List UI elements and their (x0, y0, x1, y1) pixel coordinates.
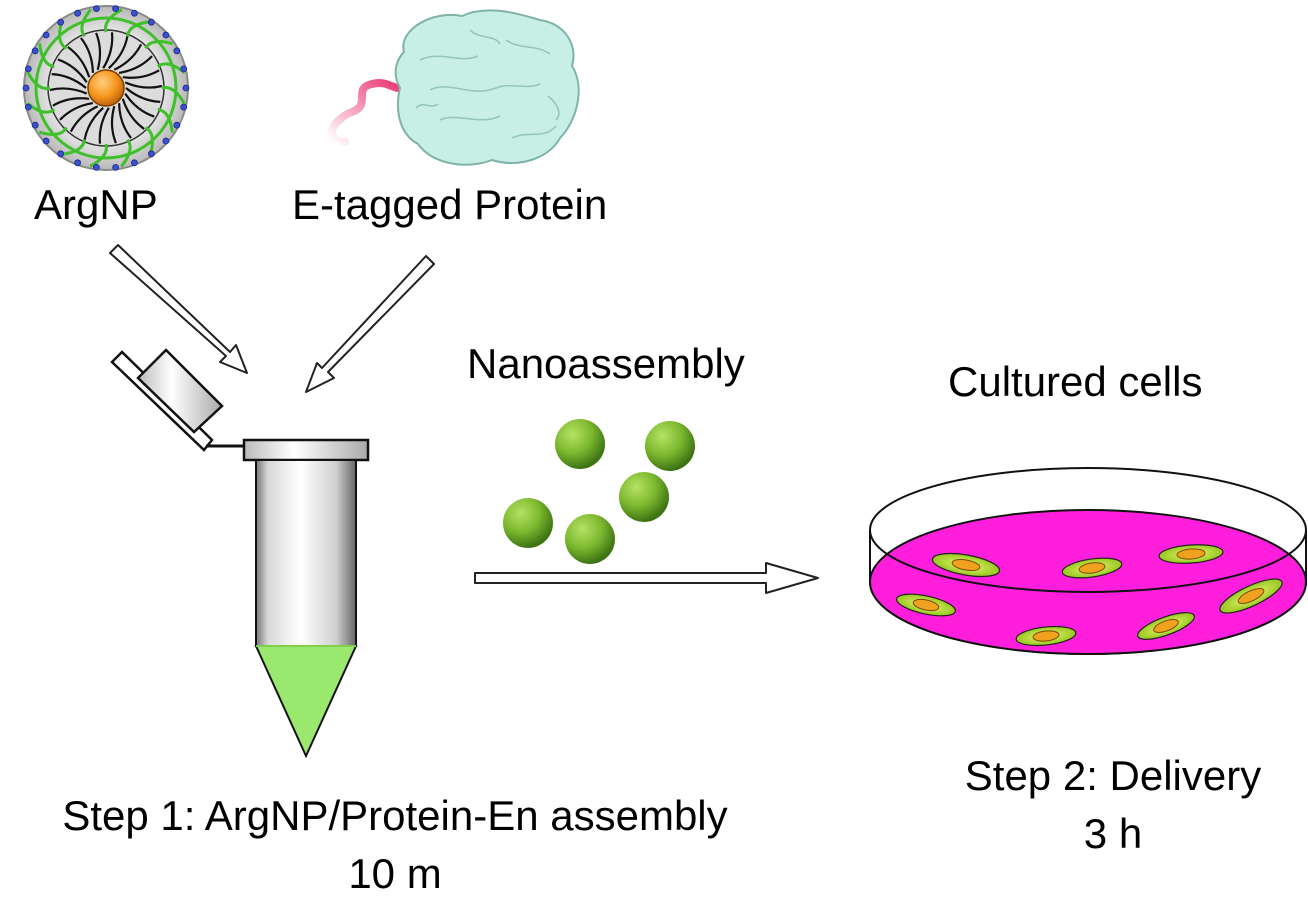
peg-chain (144, 40, 174, 50)
e-tagged-protein (327, 9, 580, 166)
ligand-chain (98, 107, 110, 144)
ligand-chain (52, 97, 90, 107)
arginine-headgroup (147, 150, 155, 158)
cell (1061, 557, 1123, 579)
protein-label: E-tagged Protein (292, 181, 608, 228)
ligand-chain (108, 36, 129, 70)
ligand-chain (80, 37, 94, 73)
arginine-headgroup (22, 84, 30, 92)
arginine-headgroup (93, 5, 100, 13)
argnp-label: ArgNP (34, 181, 158, 228)
arginine-headgroup (42, 31, 50, 39)
arginine-headgroup (112, 163, 119, 171)
arginine-headgroup (173, 121, 181, 129)
arginine-headgroup (182, 84, 190, 92)
arginine-headgroup (57, 18, 64, 26)
cell (1219, 578, 1283, 614)
peg-chain (120, 138, 132, 168)
ligand-chain (102, 32, 114, 69)
ligand-chain (110, 105, 117, 144)
nanoassembly-sphere (503, 498, 553, 548)
petri-dish (869, 467, 1307, 655)
arginine-headgroup (24, 103, 32, 111)
arginine-headgroup (173, 47, 181, 55)
peg-chain (161, 86, 186, 105)
nanoassembly-label: Nanoassembly (467, 340, 745, 387)
peg-chain (26, 71, 51, 90)
tube-lid (110, 348, 244, 452)
nanoassembly-sphere (555, 419, 605, 469)
cell (1015, 625, 1077, 647)
peg-chain (89, 143, 108, 168)
arginine-headgroup (130, 159, 138, 167)
arginine-headgroup (42, 137, 50, 145)
argnp-nanoparticle (22, 5, 190, 171)
peg-chain (125, 20, 151, 37)
arginine-headgroup (162, 137, 170, 145)
ligand-chain (118, 103, 132, 139)
arginine-headgroup (31, 47, 39, 55)
cell (1158, 544, 1224, 564)
step2-label: Step 2: Delivery (964, 752, 1262, 799)
nanoassembly-sphere (565, 514, 615, 564)
ligand-chain (51, 73, 87, 89)
arrow-to-dish (474, 562, 819, 594)
cultured-cells (895, 544, 1283, 647)
ligand-chain (49, 87, 88, 95)
arginine-headgroup (74, 159, 81, 167)
arrow-protein-to-tube (305, 255, 435, 393)
cell (931, 552, 1001, 578)
arginine-headgroup (112, 5, 119, 13)
arginine-headgroup (57, 150, 64, 158)
ligand-chain (118, 55, 153, 74)
nanoassembly-sphere (645, 421, 695, 471)
cultured-cells-label: Cultured cells (948, 358, 1203, 405)
arginine-headgroup (74, 9, 81, 17)
ligand-chain (57, 58, 88, 84)
arginine-headgroup (24, 65, 32, 73)
nanoassembly-sphere (619, 472, 669, 522)
peg-chain (80, 8, 92, 38)
arginine-headgroup (31, 121, 39, 129)
ligand-chain (121, 98, 145, 130)
cell (1137, 612, 1195, 640)
ligand-chain (59, 102, 94, 121)
ligand-chain (83, 106, 104, 140)
ligand-chain (124, 92, 155, 118)
ligand-chain (95, 32, 102, 71)
peg-chain (38, 43, 55, 69)
microcentrifuge-tube (110, 348, 370, 759)
step2-time-label: 3 h (1083, 810, 1143, 857)
peg-chain (104, 8, 123, 33)
ligand-chain (124, 81, 163, 89)
ligand-chain (69, 105, 99, 133)
peg-chain (61, 139, 87, 156)
arginine-headgroup (180, 103, 188, 111)
arginine-headgroup (93, 163, 100, 171)
step1-label: Step 1: ArgNP/Protein-En assembly (62, 792, 728, 839)
step1-time-label: 10 m (348, 850, 442, 897)
peg-chain (157, 107, 174, 133)
cell (895, 593, 957, 617)
arginine-headgroup (130, 9, 138, 17)
arrow-argnp-to-tube (109, 244, 248, 374)
peg-chain (38, 126, 68, 136)
ligand-chain (125, 87, 161, 103)
arginine-headgroup (162, 31, 170, 39)
arginine-headgroup (147, 18, 155, 26)
ligand-chain (122, 69, 160, 79)
ligand-chain (113, 43, 143, 71)
ligand-chain (67, 46, 91, 78)
nanoassembly-particles (503, 419, 695, 564)
arginine-headgroup (180, 65, 188, 73)
